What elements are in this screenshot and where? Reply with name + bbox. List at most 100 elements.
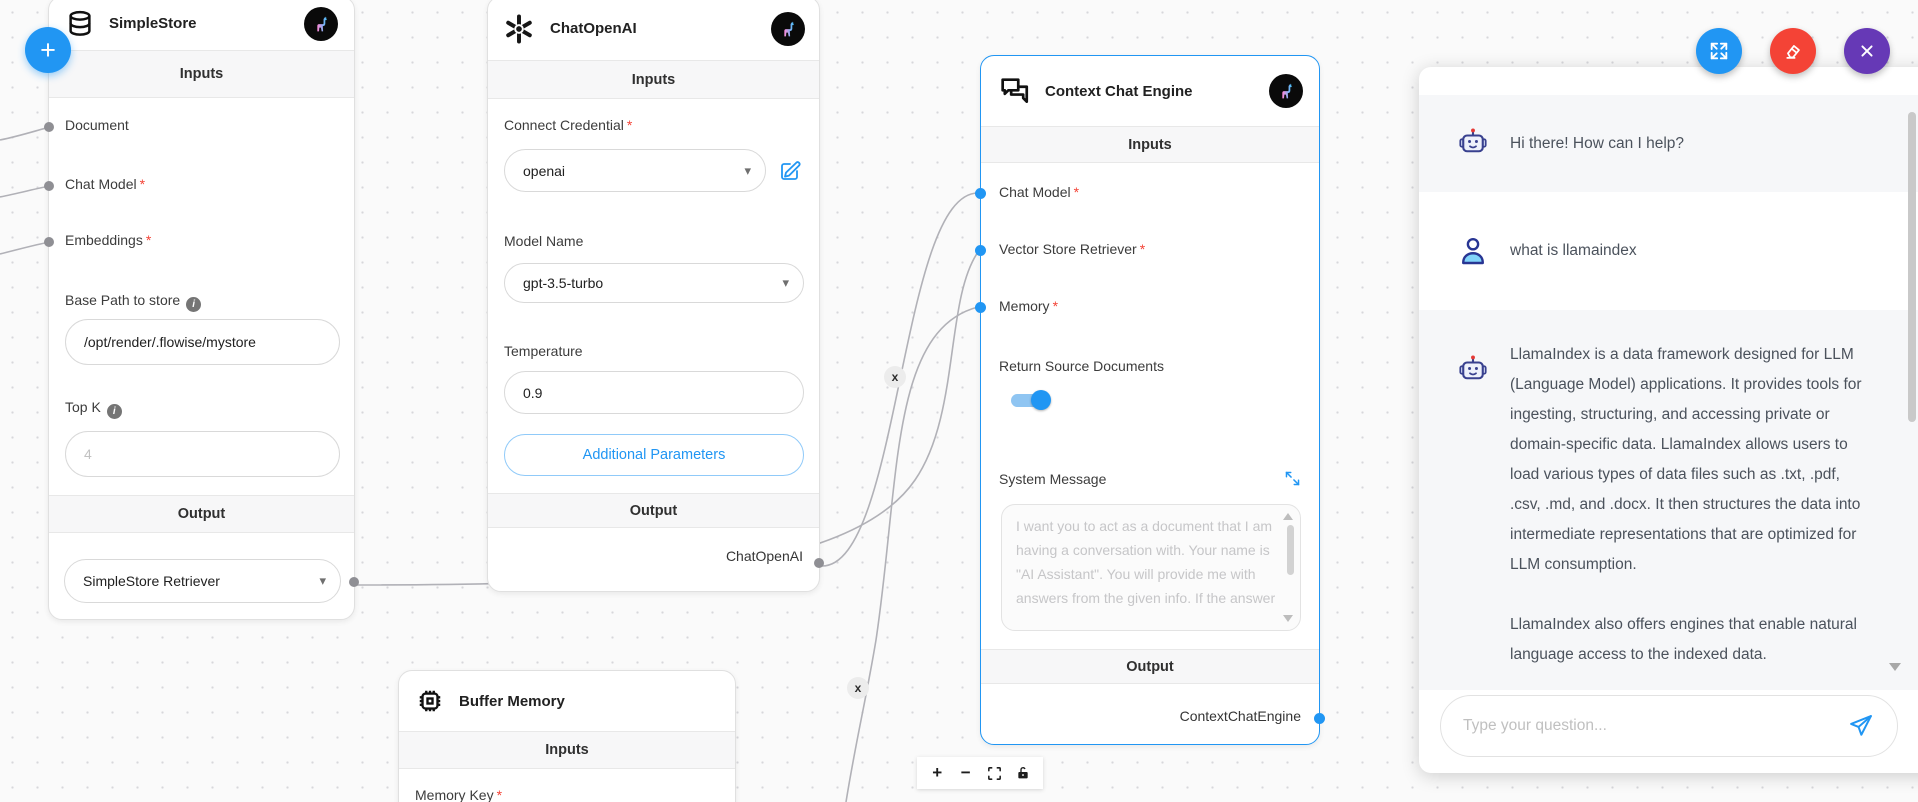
eraser-icon [1786, 45, 1800, 59]
fit-view-button[interactable] [982, 761, 1006, 785]
model-select[interactable]: gpt-3.5-turbo ▾ [504, 263, 804, 303]
edge-delete-button[interactable]: x [884, 366, 906, 388]
scroll-down-icon[interactable] [1889, 663, 1901, 671]
output-select-value: SimpleStore Retriever [83, 573, 220, 589]
zoom-in-button[interactable]: + [932, 763, 943, 782]
output-handle-retriever[interactable] [349, 577, 359, 587]
user-avatar-icon [1455, 233, 1491, 269]
close-chat-button[interactable] [1844, 28, 1890, 74]
input-anchor-embeddings: Embeddings* [65, 232, 152, 248]
add-node-button[interactable]: + [25, 27, 71, 73]
chat-input-pill [1440, 695, 1898, 757]
temperature-label: Temperature [504, 343, 583, 359]
llama-avatar-icon [304, 6, 338, 41]
credential-select[interactable]: openai ▾ [504, 149, 766, 192]
output-select[interactable]: SimpleStore Retriever ▾ [64, 559, 341, 603]
inputs-section-header: Inputs [399, 731, 735, 769]
close-icon [1861, 45, 1873, 57]
scroll-up-icon[interactable] [1283, 513, 1293, 520]
chat-panel: Hi there! How can I help? what is llamai… [1419, 67, 1918, 773]
chat-message-text: LlamaIndex also offers engines that enab… [1510, 616, 1857, 663]
bot-avatar-icon [1455, 352, 1491, 388]
input-anchor-document: Document [65, 117, 129, 133]
system-message-label: System Message [999, 471, 1107, 487]
node-title: SimpleStore [109, 15, 197, 32]
chevron-down-icon: ▾ [744, 162, 751, 178]
memory-key-label: Memory Key* [415, 787, 503, 802]
node-chatopenai-header: ChatOpenAI [488, 0, 819, 60]
node-simplestore-header: SimpleStore [49, 0, 354, 50]
scroll-down-icon[interactable] [1283, 615, 1293, 622]
node-chatopenai[interactable]: ChatOpenAI Inputs Connect Credential* op… [487, 0, 824, 592]
temperature-input[interactable] [504, 371, 804, 414]
expand-icon[interactable] [1284, 470, 1301, 492]
node-title: Buffer Memory [459, 692, 565, 710]
model-name-label: Model Name [504, 233, 584, 249]
expand-chat-button[interactable] [1696, 28, 1742, 74]
edit-credential-icon[interactable] [778, 159, 802, 188]
clear-chat-button[interactable] [1770, 28, 1816, 74]
credential-value: openai [523, 162, 566, 179]
inputs-section-header: Inputs [981, 126, 1319, 163]
output-handle-contextchatengine[interactable] [1314, 713, 1325, 724]
inputs-section-header: Inputs [49, 50, 354, 98]
edge-stub-embeddings [0, 241, 51, 255]
node-context-chat-engine[interactable]: Context Chat Engine Inputs Chat Model* V… [975, 55, 1325, 745]
chat-scrollbar[interactable] [1908, 112, 1916, 422]
output-anchor-label: ChatOpenAI [725, 548, 803, 564]
output-section-header: Output [49, 495, 354, 533]
chat-message-text: Hi there! How can I help? [1510, 134, 1685, 152]
canvas-controls: + − [917, 757, 1043, 789]
node-context-header: Context Chat Engine [981, 56, 1319, 126]
output-handle-chatopenai[interactable] [814, 558, 824, 568]
chat-message-bot: LlamaIndex is a data framework designed … [1419, 310, 1918, 690]
expand-arrows-icon [1710, 42, 1728, 60]
node-title: Context Chat Engine [1045, 82, 1193, 100]
return-source-documents-label: Return Source Documents [999, 358, 1164, 374]
input-anchor-chat-model: Chat Model* [999, 184, 1080, 200]
model-value: gpt-3.5-turbo [523, 275, 604, 291]
chat-message-text: LlamaIndex is a data framework designed … [1510, 346, 1862, 573]
chevron-down-icon: ▾ [319, 573, 326, 588]
openai-icon [502, 12, 536, 46]
output-section-header: Output [981, 649, 1319, 684]
system-message-textarea[interactable]: I want you to act as a document that I a… [1001, 504, 1301, 631]
output-anchor-label: ContextChatEngine [1179, 708, 1301, 724]
return-source-documents-toggle[interactable] [1009, 389, 1051, 411]
additional-parameters-button[interactable]: Additional Parameters [504, 434, 804, 476]
chat-message-user: what is llamaindex [1419, 192, 1918, 310]
llama-avatar-icon [771, 11, 805, 46]
info-icon[interactable]: i [106, 404, 122, 419]
send-icon[interactable] [1847, 712, 1875, 740]
inputs-section-header: Inputs [488, 60, 819, 99]
chat-bubbles-icon [997, 74, 1031, 108]
input-handle-chat-model[interactable] [975, 188, 986, 199]
memory-chip-icon [415, 686, 445, 716]
edge-delete-button[interactable]: x [847, 677, 869, 699]
edge-stub-document [0, 126, 51, 141]
node-buffer-memory[interactable]: Buffer Memory Inputs Memory Key* [398, 670, 736, 802]
node-buffer-memory-header: Buffer Memory [399, 671, 735, 731]
lock-button[interactable] [1011, 761, 1035, 785]
zoom-out-button[interactable]: − [960, 763, 971, 782]
input-handle-document[interactable] [44, 122, 54, 132]
output-section-header: Output [488, 493, 819, 528]
edge-stub-chatmodel [0, 185, 51, 198]
top-k-input[interactable] [65, 431, 340, 477]
system-message-placeholder: I want you to act as a document that I a… [1016, 518, 1276, 606]
input-handle-vector-store-retriever[interactable] [975, 245, 986, 256]
input-handle-memory[interactable] [975, 302, 986, 313]
input-handle-chat-model[interactable] [44, 181, 54, 191]
textarea-scrollbar[interactable] [1287, 525, 1294, 575]
info-icon[interactable]: i [186, 297, 202, 312]
node-simplestore[interactable]: SimpleStore Inputs Document Chat Model* … [44, 0, 359, 620]
chat-question-input[interactable] [1463, 717, 1847, 735]
edge-buffermemory-to-memory [845, 306, 979, 802]
input-anchor-chat-model: Chat Model* [65, 176, 146, 192]
base-path-input[interactable] [65, 319, 340, 365]
chat-message-bot: Hi there! How can I help? [1419, 95, 1918, 192]
input-handle-embeddings[interactable] [44, 237, 54, 247]
